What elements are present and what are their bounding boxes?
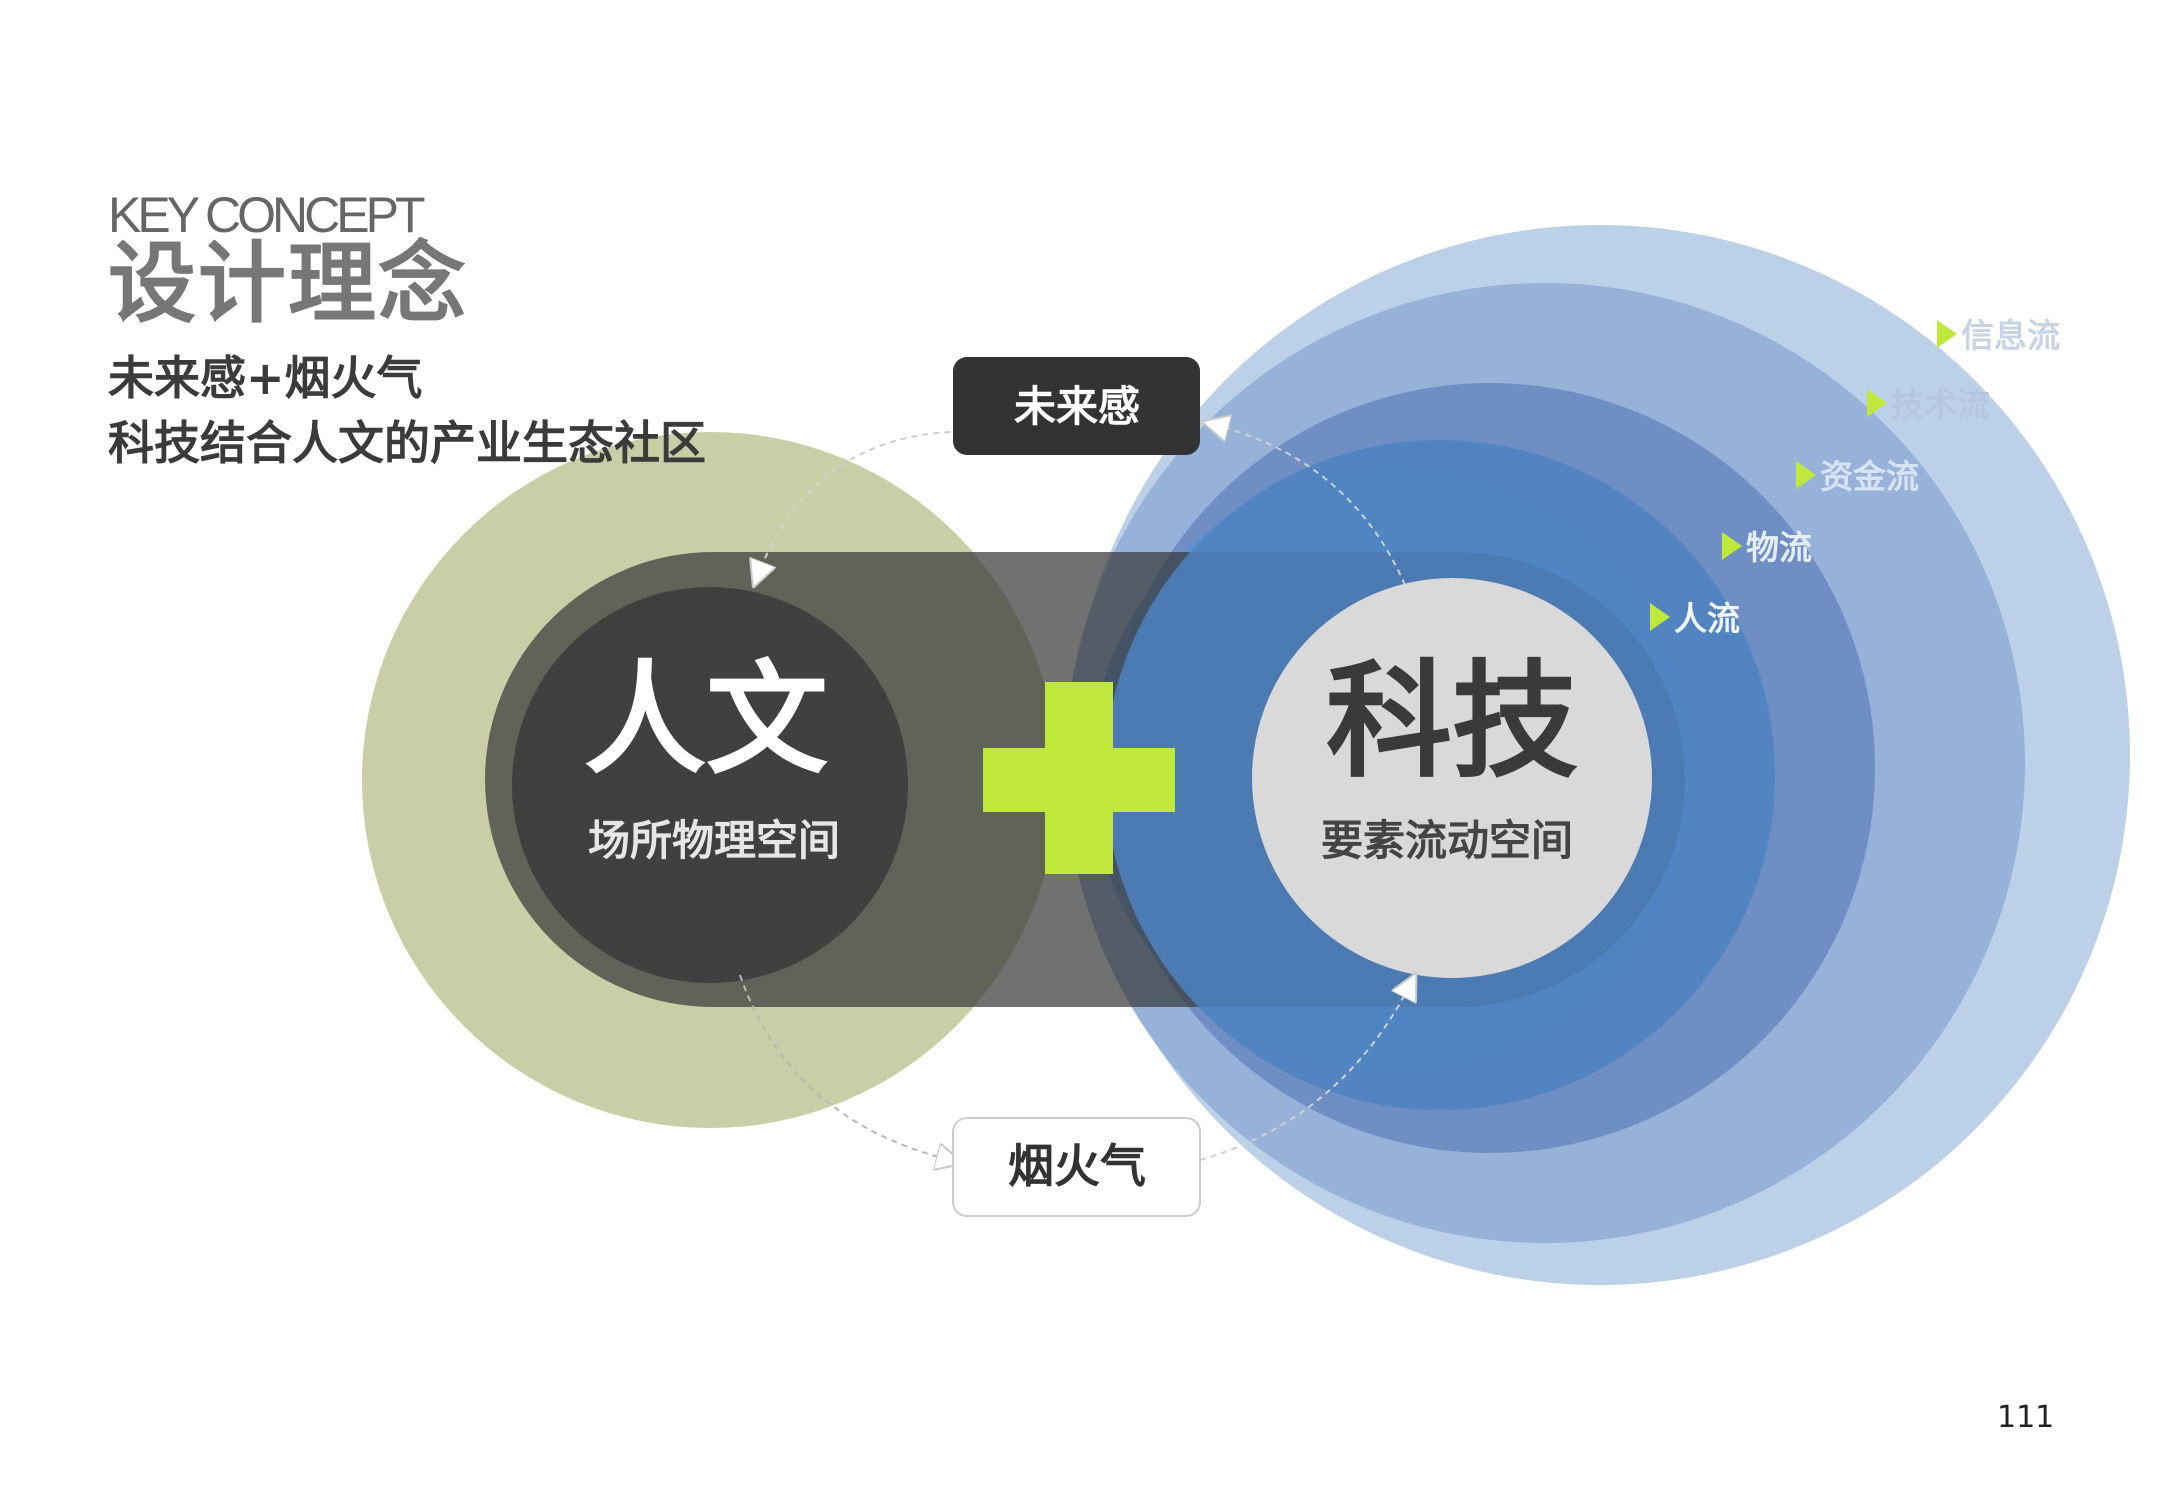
plus-icon — [983, 682, 1175, 874]
flow-marker-icon — [1796, 461, 1816, 489]
bottom-label: 烟火气 — [1008, 1139, 1146, 1193]
flow-marker-icon — [1650, 603, 1670, 631]
flow-label-capital: 资金流 — [1796, 457, 1919, 496]
technology-subtitle: 要素流动空间 — [1321, 816, 1573, 865]
flow-text: 资金流 — [1820, 457, 1919, 496]
humanities-subtitle: 场所物理空间 — [588, 816, 840, 865]
technology-title: 科技 — [1326, 648, 1578, 795]
arrow-top-right — [1215, 425, 1406, 586]
flow-marker-icon — [1867, 389, 1887, 417]
flow-marker-icon — [1937, 320, 1957, 348]
page-number: 111 — [1997, 1400, 2055, 1435]
flow-text: 人流 — [1674, 599, 1740, 638]
flow-label-tech: 技术流 — [1867, 385, 1990, 424]
subtitle-line-1-overlay: 未来感+烟火气 — [108, 351, 423, 405]
flow-label-people: 人流 — [1650, 599, 1740, 638]
top-label: 未来感 — [1014, 382, 1140, 431]
technology-circle — [1252, 578, 1652, 978]
humanities-circle — [512, 587, 908, 983]
arrow-top-left — [758, 431, 951, 575]
flow-label-info: 信息流 — [1937, 316, 2060, 355]
flow-marker-icon — [1722, 532, 1742, 560]
title-en-overlay: KEY CONCEPT — [108, 187, 425, 243]
flow-text: 物流 — [1746, 528, 1812, 567]
subtitle-line-2-overlay: 科技结合人文的产业生态社区 — [108, 416, 706, 470]
bottom-label-box — [952, 1117, 1201, 1217]
title-cn-overlay: 设计理念 — [108, 232, 469, 335]
flow-text: 信息流 — [1961, 316, 2060, 355]
flow-label-logistics: 物流 — [1722, 528, 1812, 567]
top-label-box — [953, 357, 1200, 455]
arrow-bottom-left — [739, 974, 950, 1160]
humanities-title: 人文 — [584, 649, 828, 791]
flow-text: 技术流 — [1891, 385, 1990, 424]
arrow-bottom-right — [1199, 985, 1410, 1161]
